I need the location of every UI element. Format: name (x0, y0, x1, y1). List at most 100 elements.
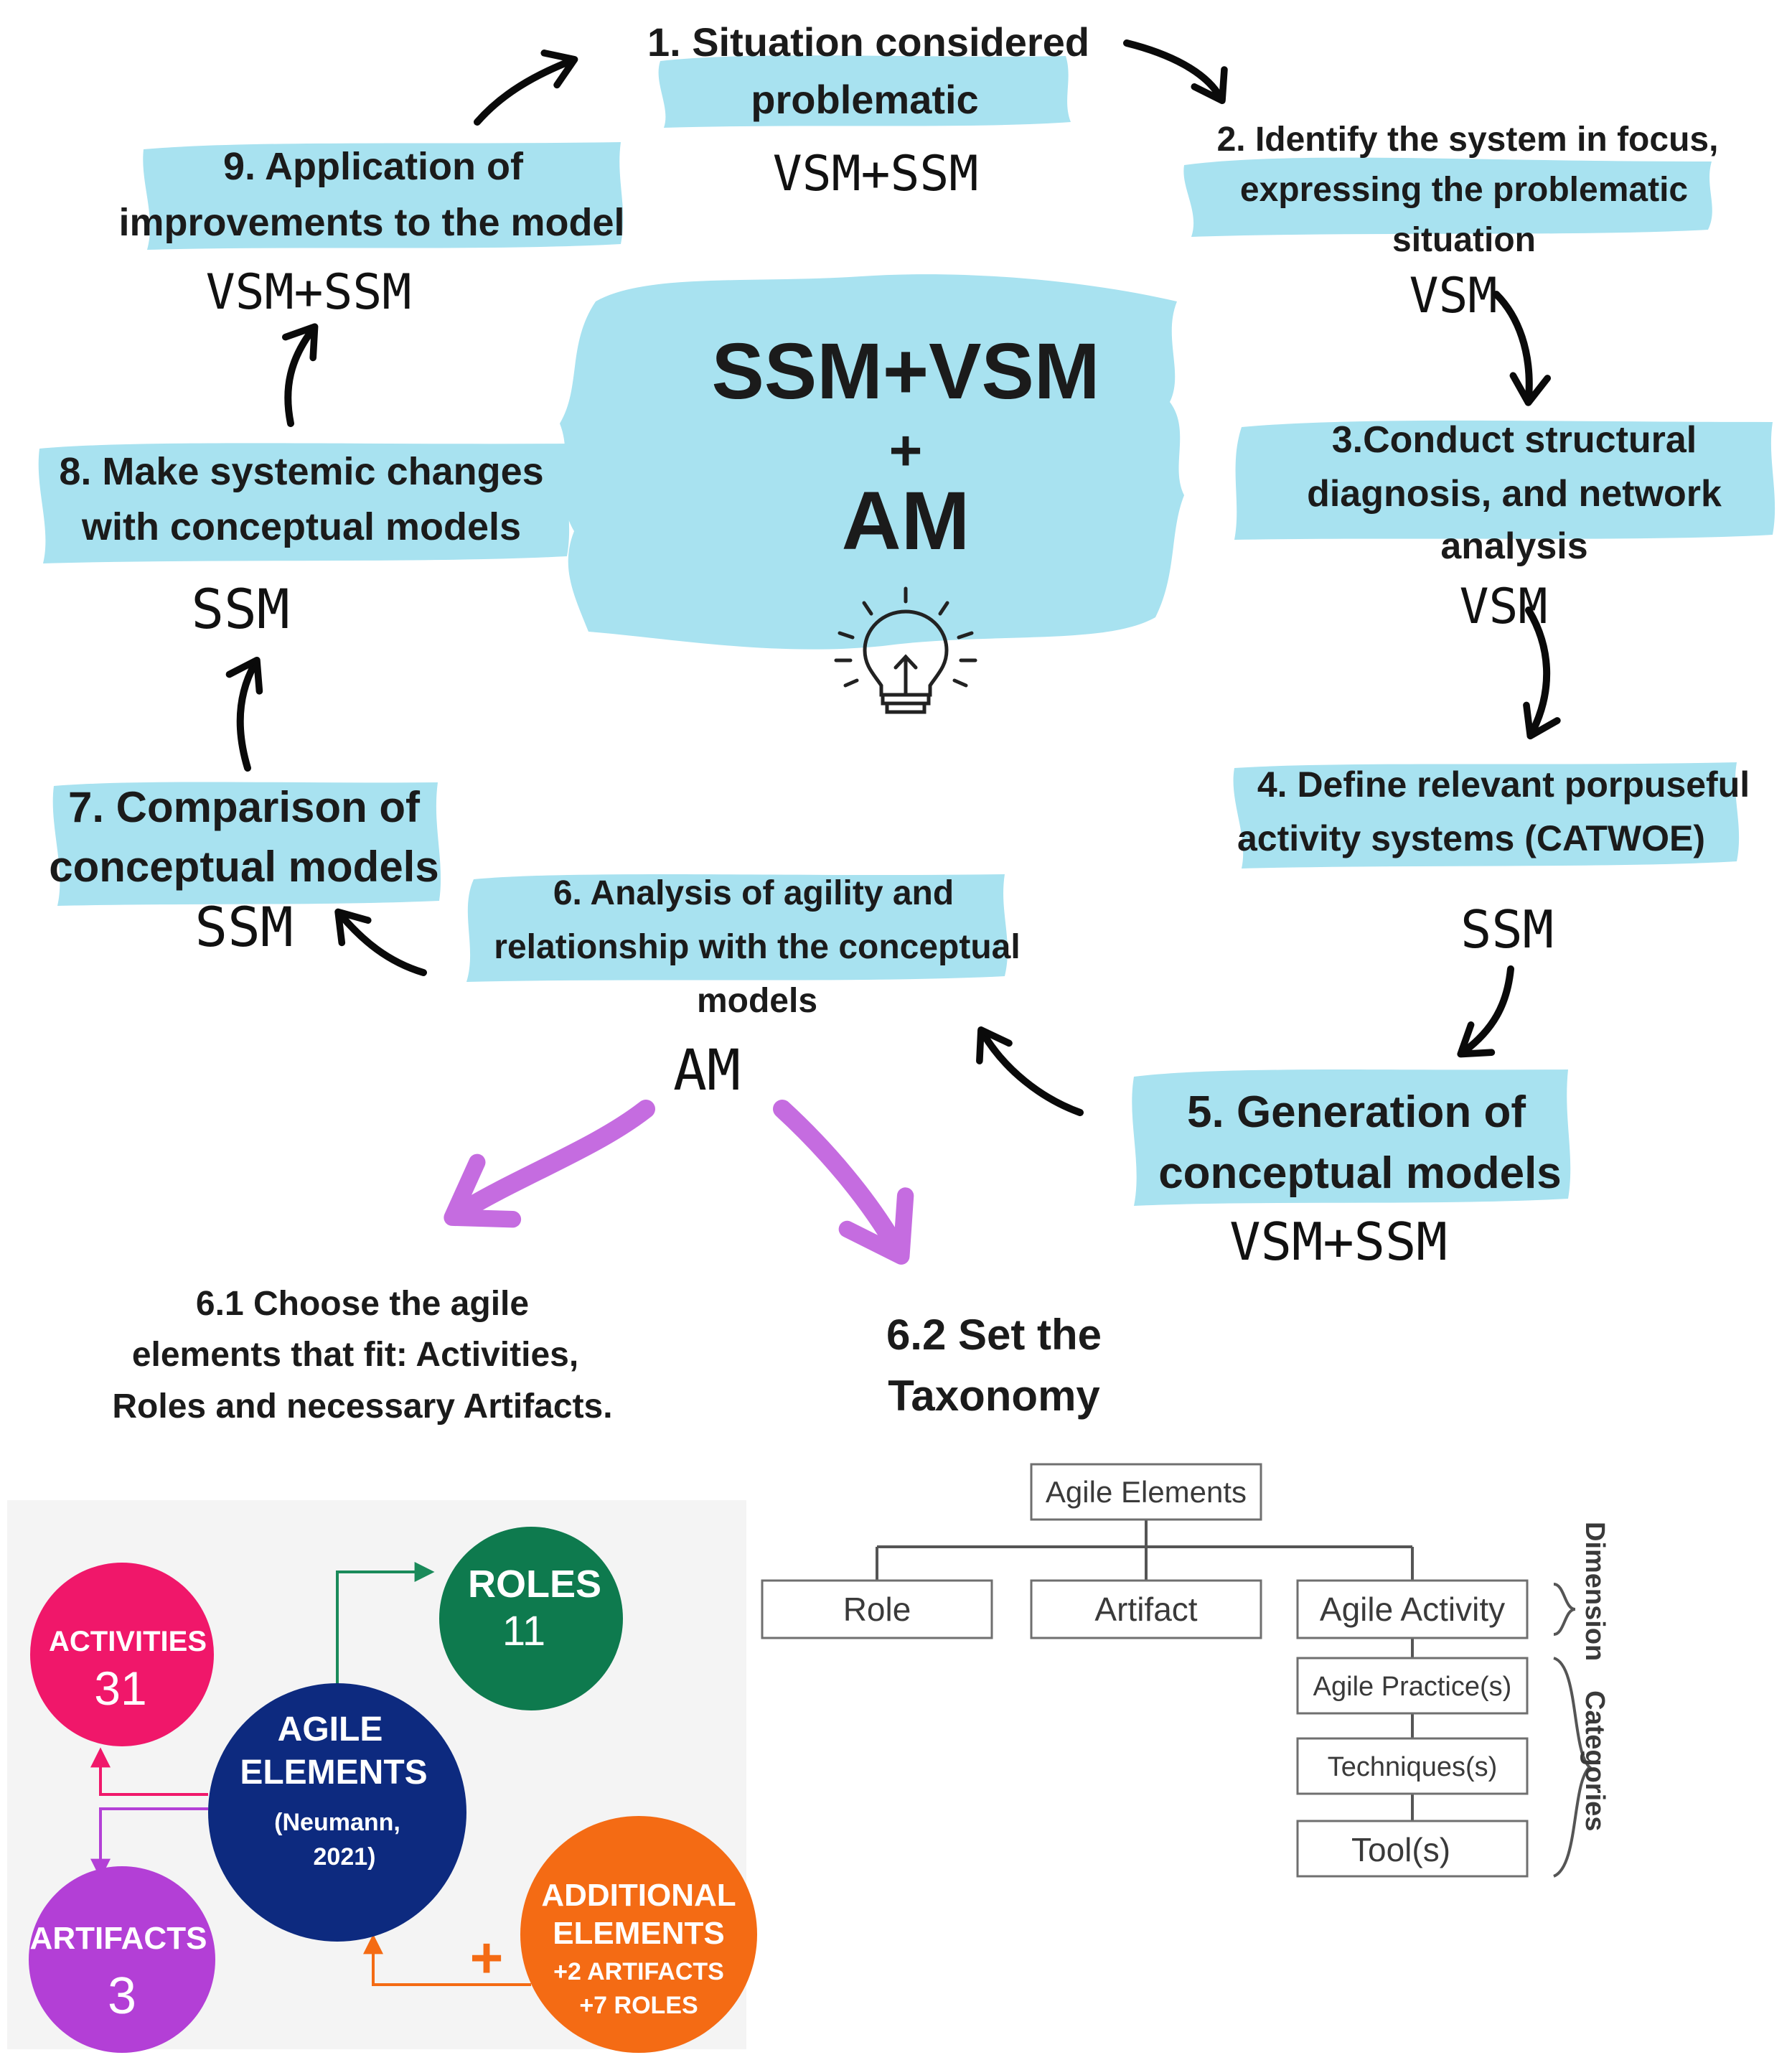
center-blob: SSM+VSM + AM (560, 274, 1184, 714)
center-title: SSM+VSM (712, 327, 1100, 416)
step-2-line-2: expressing the problematic (1240, 171, 1688, 209)
step-1-line-1: 1. Situation considered (647, 19, 1089, 65)
step-9: 9. Application of improvements to the mo… (118, 142, 625, 321)
cycle-arrows (225, 39, 1561, 1116)
lightbulb-icon (834, 586, 977, 714)
arrow-7-to-8 (225, 656, 263, 772)
step-4-method: SSM (1460, 899, 1554, 960)
category-box-practice (1296, 1657, 1529, 1715)
taxonomy-root-box (1030, 1463, 1262, 1521)
substep-arrows (444, 1100, 914, 1265)
agile-elements-circle (208, 1683, 466, 1942)
dimension-label: Dimension (1580, 1522, 1610, 1661)
dimension-box-activity (1296, 1579, 1529, 1639)
connector-additional (363, 1934, 531, 1986)
step-5-line-1: 5. Generation of (1187, 1087, 1526, 1137)
agile-elements-panel: ROLES 11 ACTIVITIES 31 ARTIFACTS 3 AGILE… (7, 1500, 757, 2053)
categories-brace (1553, 1657, 1592, 1878)
step-8-method: SSM (191, 577, 289, 641)
step-1-line-2: problematic (751, 77, 978, 122)
category-practice: Agile Practice(s) (1313, 1672, 1512, 1702)
agile-elements-line-1: AGILE (278, 1710, 383, 1749)
dimension-activity: Agile Activity (1320, 1591, 1505, 1628)
substep-6-1-line-2: elements that fit: Activities, (132, 1336, 578, 1374)
step-3-line-2: diagnosis, and network (1307, 473, 1722, 515)
taxonomy-tree: Agile Elements Role Artifact Agile Activ… (761, 1463, 1610, 1878)
activities-count: 31 (94, 1662, 146, 1715)
dimension-box-artifact (1030, 1579, 1262, 1639)
artifacts-label: ARTIFACTS (30, 1921, 207, 1956)
arrow-6-to-6-2 (773, 1100, 914, 1265)
dimension-brace (1553, 1583, 1576, 1636)
category-box-techniques (1296, 1737, 1529, 1795)
step-5-method: VSM+SSM (1229, 1212, 1447, 1272)
substep-6-1-line-3: Roles and necessary Artifacts. (112, 1387, 612, 1426)
roles-circle (439, 1527, 623, 1710)
additional-line-1: ADDITIONAL (541, 1878, 736, 1913)
step-5: 5. Generation of conceptual models VSM+S… (1132, 1069, 1571, 1272)
step-6-method: AM (673, 1039, 741, 1103)
step-2: 2. Identify the system in focus, express… (1183, 121, 1718, 324)
center-subtitle: AM (842, 475, 970, 567)
additional-elements-circle (520, 1816, 757, 2053)
arrow-6-to-7 (334, 908, 427, 976)
center-plus: + (889, 418, 923, 482)
connector-activities (90, 1747, 208, 1796)
step-2-method: VSM (1409, 268, 1498, 324)
step-6-line-2: relationship with the conceptual (494, 928, 1020, 966)
step-8-line-1: 8. Make systemic changes (59, 450, 543, 493)
step-3-line-3: analysis (1440, 525, 1587, 567)
step-4: 4. Define relevant porpuseful activity s… (1233, 762, 1750, 960)
step-3: 3.Conduct structural diagnosis, and netw… (1234, 419, 1775, 635)
substep-6-2-line-2: Taxonomy (888, 1372, 1100, 1420)
step-3-line-1: 3.Conduct structural (1332, 419, 1697, 461)
step-6: 6. Analysis of agility and relationship … (466, 874, 1021, 1103)
step-6-line-1: 6. Analysis of agility and (553, 874, 954, 912)
step-1: 1. Situation considered problematic VSM+… (647, 19, 1089, 202)
step-8-line-2: with conceptual models (81, 505, 521, 548)
plus-icon: + (470, 1926, 504, 1990)
step-8: 8. Make systemic changes with conceptual… (38, 443, 570, 641)
additional-line-4: +7 ROLES (579, 1992, 698, 2019)
categories-label: Categories (1580, 1690, 1610, 1831)
step-7-line-1: 7. Comparison of (68, 783, 421, 831)
step-5-line-2: conceptual models (1158, 1148, 1562, 1198)
step-2-line-1: 2. Identify the system in focus, (1217, 121, 1719, 159)
arrow-2-to-3 (1493, 291, 1552, 406)
arrow-3-to-4 (1523, 607, 1561, 740)
arrow-6-to-6-1 (444, 1100, 655, 1228)
taxonomy-root: Agile Elements (1046, 1475, 1247, 1509)
step-4-line-2: activity systems (CATWOE) (1237, 818, 1705, 858)
agile-elements-line-2: ELEMENTS (240, 1754, 427, 1792)
arrow-1-to-2 (1123, 39, 1228, 105)
step-7-method: SSM (194, 895, 293, 959)
step-9-line-2: improvements to the model (118, 201, 624, 244)
activities-label: ACTIVITIES (49, 1626, 207, 1657)
connector-roles (336, 1562, 435, 1721)
artifacts-circle (29, 1866, 215, 2053)
arrow-9-to-1 (474, 50, 578, 126)
category-tools: Tool(s) (1351, 1831, 1450, 1868)
additional-line-3: +2 ARTIFACTS (553, 1958, 724, 1985)
activities-circle (30, 1563, 214, 1746)
step-4-line-1: 4. Define relevant porpuseful (1257, 764, 1750, 805)
artifacts-count: 3 (108, 1967, 136, 2025)
step-9-method: VSM+SSM (206, 264, 412, 321)
connector-artifacts (90, 1807, 208, 1879)
roles-label: ROLES (468, 1563, 601, 1606)
substep-6-1-line-1: 6.1 Choose the agile (196, 1285, 529, 1323)
agile-elements-line-4: 2021) (314, 1843, 376, 1871)
substep-6-2: 6.2 Set the Taxonomy (886, 1311, 1102, 1420)
additional-line-2: ELEMENTS (553, 1916, 725, 1951)
dimension-role: Role (843, 1591, 911, 1628)
step-9-line-1: 9. Application of (223, 145, 524, 188)
step-7-line-2: conceptual models (49, 843, 438, 891)
substep-6-1: 6.1 Choose the agile elements that fit: … (112, 1285, 612, 1426)
step-6-line-3: models (697, 982, 817, 1020)
category-techniques: Techniques(s) (1328, 1752, 1498, 1782)
arrow-8-to-9 (282, 323, 319, 427)
dimension-box-role (761, 1579, 993, 1639)
step-7: 7. Comparison of conceptual models SSM (49, 782, 441, 959)
dimension-artifact: Artifact (1094, 1591, 1197, 1628)
